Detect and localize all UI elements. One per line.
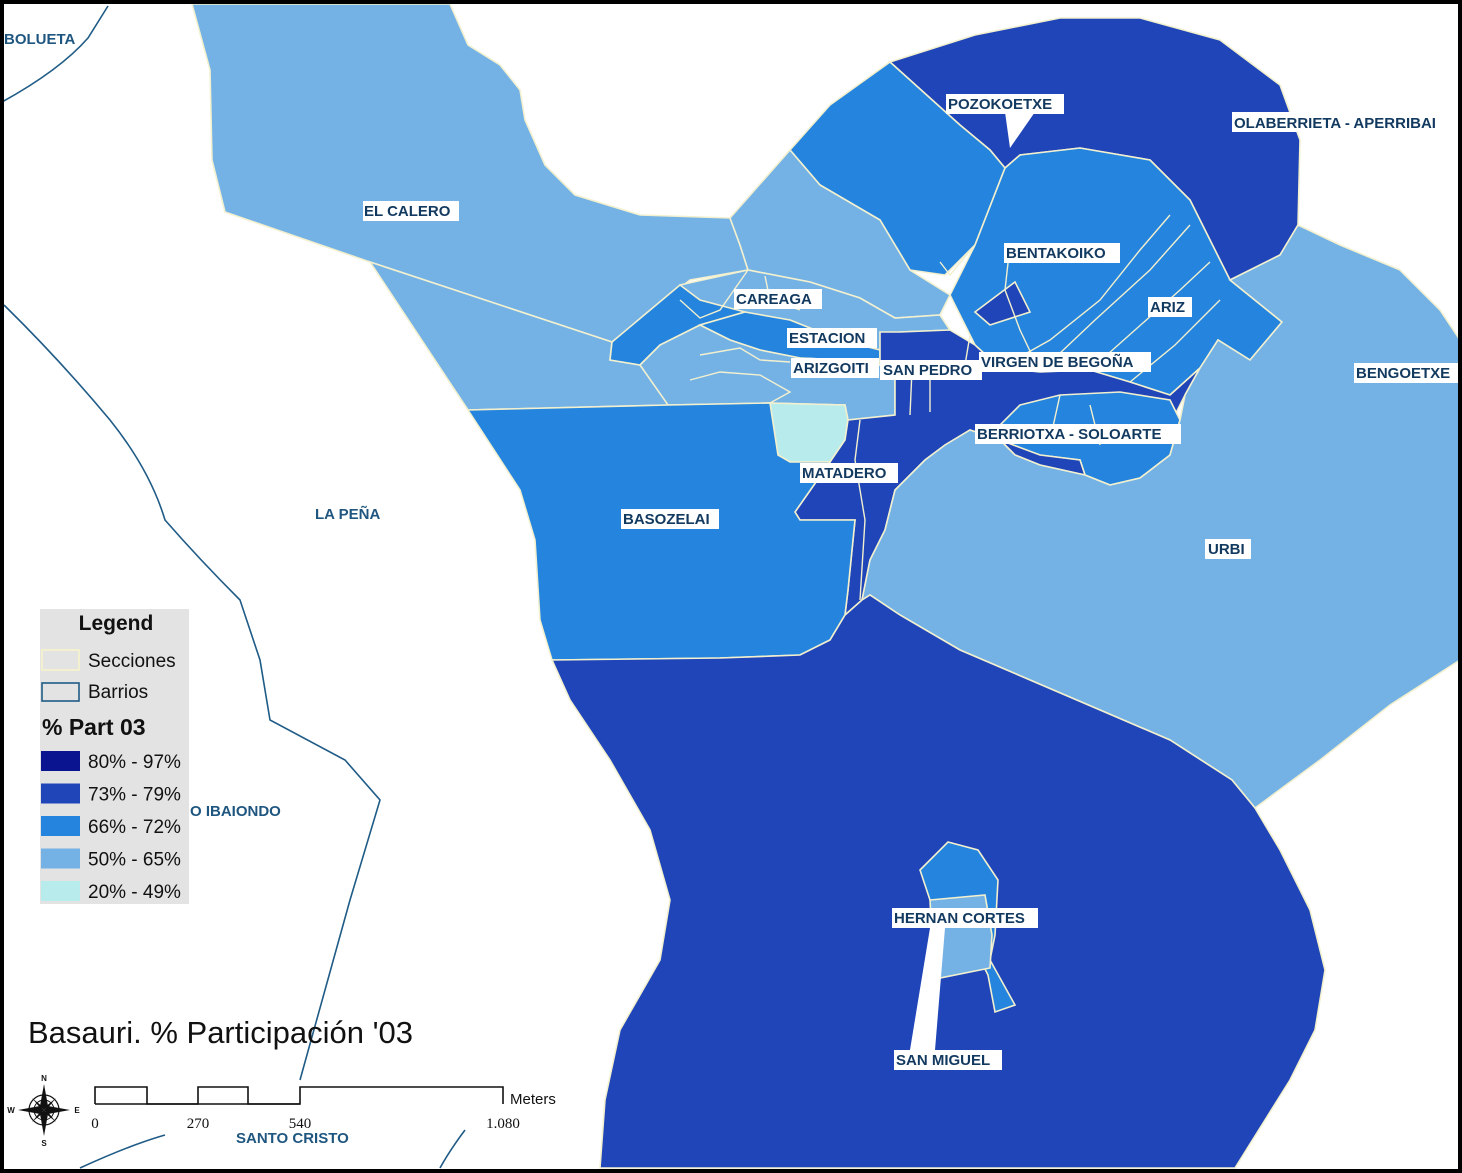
legend-label-class: 20% - 49%: [88, 882, 181, 903]
legend-classes: 80% - 97% 73% - 79% 66% - 72% 50% - 65% 20% …: [41, 751, 181, 903]
label-bolueta: BOLUETA: [4, 31, 76, 48]
scale-tick-2: 540: [289, 1116, 312, 1132]
label-hernan-cortes: HERNAN CORTES: [894, 910, 1025, 927]
legend-label-secciones: Secciones: [88, 651, 176, 672]
legend-swatch-class: [41, 816, 80, 836]
label-santo-cristo: SANTO CRISTO: [236, 1130, 349, 1147]
legend-title: Legend: [79, 612, 154, 635]
legend-field-title: % Part 03: [42, 714, 146, 740]
label-pozokoetxe: POZOKOETXE: [948, 96, 1052, 113]
compass-rose-icon: N S E W: [7, 1074, 80, 1148]
label-estacion: ESTACION: [789, 330, 865, 347]
legend: Legend Secciones Barrios % Part 03 80% -…: [40, 609, 189, 904]
scale-units: Meters: [510, 1091, 556, 1108]
label-virgen-de-begona: VIRGEN DE BEGOÑA: [981, 353, 1134, 371]
compass-w: W: [7, 1106, 15, 1115]
label-basozelai: BASOZELAI: [623, 511, 710, 528]
scale-bar: 0 270 540 1.080 Meters: [91, 1086, 556, 1132]
scale-tick-0: 0: [91, 1116, 99, 1132]
legend-swatch-secciones: [41, 649, 80, 671]
map-title: Basauri. % Participación '03: [28, 1015, 413, 1050]
legend-label-class: 73% - 79%: [88, 785, 181, 806]
label-berriotxa-soloarte: BERRIOTXA - SOLOARTE: [977, 426, 1161, 443]
legend-swatch-class: [41, 783, 80, 804]
label-el-calero: EL CALERO: [364, 203, 451, 220]
label-arizgoiti: ARIZGOITI: [793, 360, 869, 377]
label-urbi: URBI: [1208, 541, 1245, 558]
legend-label-barrios: Barrios: [88, 682, 148, 703]
compass-n: N: [41, 1074, 47, 1083]
outside-labels: BOLUETA LA PEÑA O IBAIONDO SANTO CRISTO: [4, 31, 380, 1147]
zone-basozelai[interactable]: [466, 402, 856, 661]
scale-tick-3: 1.080: [486, 1116, 520, 1132]
legend-swatch-class: [41, 848, 80, 869]
scale-tick-1: 270: [187, 1116, 210, 1132]
label-bentakoiko: BENTAKOIKO: [1006, 245, 1106, 262]
legend-label-class: 66% - 72%: [88, 817, 181, 838]
label-matadero: MATADERO: [802, 465, 887, 482]
label-careaga: CAREAGA: [736, 291, 812, 308]
legend-label-class: 50% - 65%: [88, 850, 181, 871]
zone-bentakoiko-dark[interactable]: [973, 280, 1032, 326]
label-san-pedro: SAN PEDRO: [883, 362, 973, 379]
label-bengoetxe: BENGOETXE: [1356, 365, 1450, 382]
compass-s: S: [41, 1139, 47, 1148]
map-zones: [190, 3, 1461, 1169]
legend-swatch-class: [41, 881, 80, 901]
zone-labels: EL CALERO POZOKOETXE OLABERRIETA - APERR…: [363, 94, 1460, 1070]
label-ibaiondo: O IBAIONDO: [190, 803, 281, 820]
label-la-pena: LA PEÑA: [315, 505, 380, 523]
legend-label-class: 80% - 97%: [88, 752, 181, 773]
label-san-miguel: SAN MIGUEL: [896, 1052, 990, 1069]
label-leaders: [910, 112, 1035, 1050]
legend-swatch-barrios: [41, 682, 80, 702]
legend-swatch-class: [41, 751, 80, 771]
exterior-barrio-lines: [1, 5, 1461, 1169]
label-olaberrieta: OLABERRIETA - APERRIBAI: [1234, 115, 1436, 132]
compass-e: E: [74, 1106, 80, 1115]
label-ariz: ARIZ: [1150, 299, 1185, 316]
